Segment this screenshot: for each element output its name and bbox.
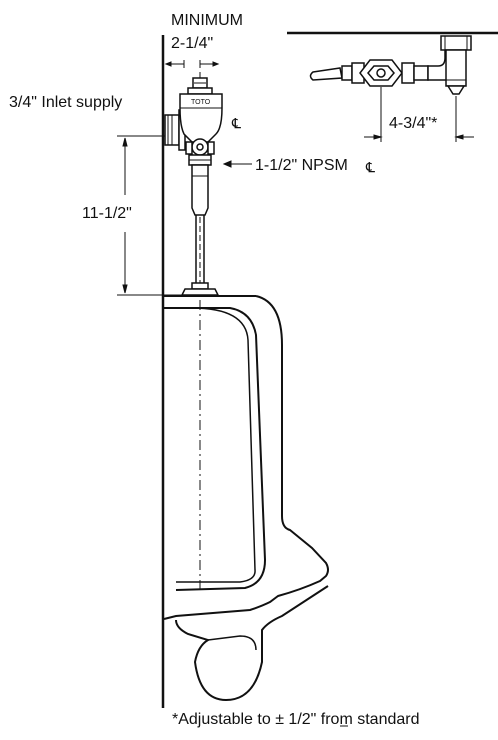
footnote-suffix: 1/2" from standard [284, 711, 420, 728]
footnote-plus-minus: ± [275, 711, 284, 728]
vacuum-breaker [191, 164, 209, 216]
offset-dimension [364, 87, 474, 142]
centerline-symbol-valve: ℄ [231, 115, 241, 131]
height-dimension-label: 11-1/2" [82, 205, 132, 222]
footnote: *Adjustable to ± 1/2" from standard [172, 711, 420, 728]
footnote-prefix: *Adjustable to [172, 711, 275, 728]
top-view-inset [287, 31, 498, 95]
brand-label: TOTO [191, 99, 211, 106]
urinal [163, 295, 329, 702]
urinal-outer [163, 295, 329, 620]
centerline-symbol-npsm: ℄ [365, 159, 375, 175]
urinal-trap [175, 585, 329, 702]
top-view-handle [309, 67, 343, 81]
height-dimension [117, 135, 185, 296]
urinal-inner [164, 307, 267, 591]
flush-valve [164, 72, 223, 296]
min-dimension-label: 2-1/4" [171, 35, 213, 52]
min-dimension-arrows [164, 60, 220, 68]
offset-dimension-label: 4-3/4"* [389, 115, 437, 132]
npsm-label: 1-1/2" NPSM [255, 157, 348, 174]
minimum-label: MINIMUM [171, 12, 243, 29]
inlet-supply-label: 3/4" Inlet supply [9, 94, 122, 111]
npsm-arrow [222, 160, 252, 168]
